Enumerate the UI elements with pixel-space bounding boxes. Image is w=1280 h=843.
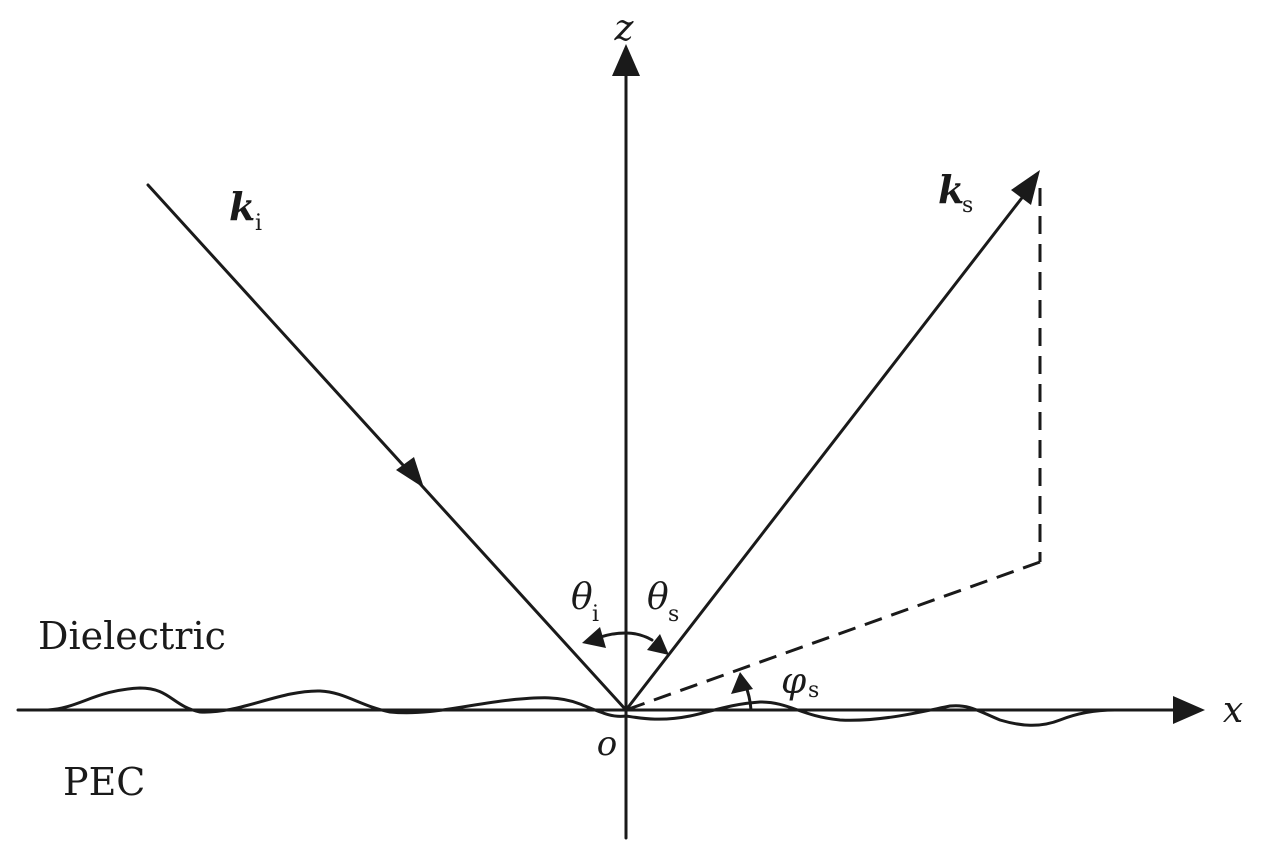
x-axis-label: x <box>1223 690 1243 731</box>
theta-s-label: θ <box>647 577 669 618</box>
incident-wave-vector-line <box>146 183 628 712</box>
k-scattered-subscript: s <box>962 193 973 218</box>
k-incident-subscript: i <box>255 211 262 236</box>
theta-i-subscript: i <box>592 602 599 627</box>
theta-s-subscript: s <box>668 602 679 627</box>
dielectric-label: Dielectric <box>38 614 226 658</box>
scattered-wave-arrowhead <box>1011 170 1040 205</box>
origin-label: o <box>597 724 617 764</box>
k-scattered-label: k <box>938 167 964 212</box>
theta-i-label: θ <box>571 577 593 618</box>
z-axis-arrowhead <box>612 44 640 76</box>
k-incident-label: k <box>229 184 255 229</box>
pec-label: PEC <box>63 760 145 804</box>
z-axis-label: z <box>614 8 635 49</box>
theta-s-arrowhead <box>647 634 669 655</box>
phi-s-subscript: s <box>808 678 819 703</box>
scattered-wave-vector-line <box>624 188 1030 712</box>
rough-surface-curve <box>46 686 1117 727</box>
phi-s-label: φ <box>781 661 807 702</box>
incident-wave-arrowhead <box>396 457 424 488</box>
theta-s-arc <box>624 631 654 642</box>
x-axis-arrowhead <box>1173 696 1205 724</box>
projection-horizontal-dashed-line <box>625 560 1041 712</box>
phi-s-arrowhead <box>731 672 753 694</box>
theta-i-arrowhead <box>582 627 606 648</box>
